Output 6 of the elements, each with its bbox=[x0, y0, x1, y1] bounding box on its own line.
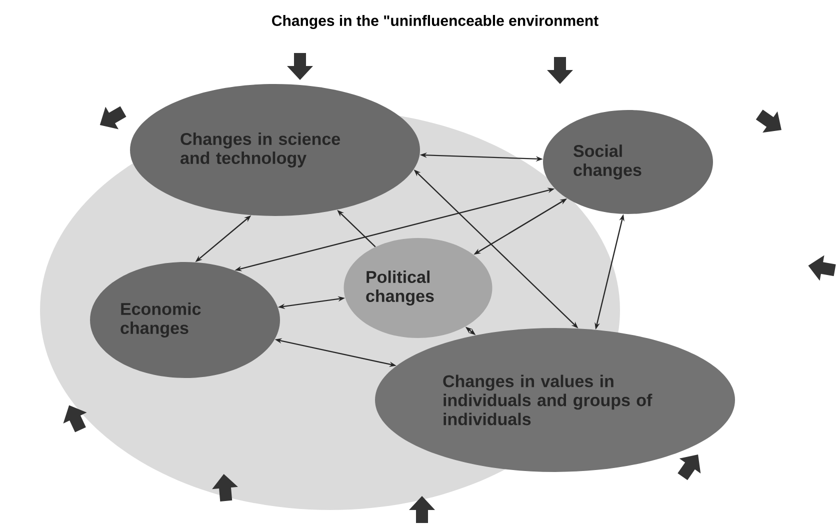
ellipse-node: Changes in science and technology bbox=[130, 84, 420, 216]
ellipse-node: Political changes bbox=[344, 238, 492, 338]
ellipse-node: Economic changes bbox=[90, 262, 280, 378]
ellipse-node: Changes in values in individuals and groups of individuals bbox=[375, 328, 735, 472]
title: Changes in the "uninfluenceable environment bbox=[272, 14, 598, 30]
ellipse-node: Social changes bbox=[543, 110, 713, 214]
